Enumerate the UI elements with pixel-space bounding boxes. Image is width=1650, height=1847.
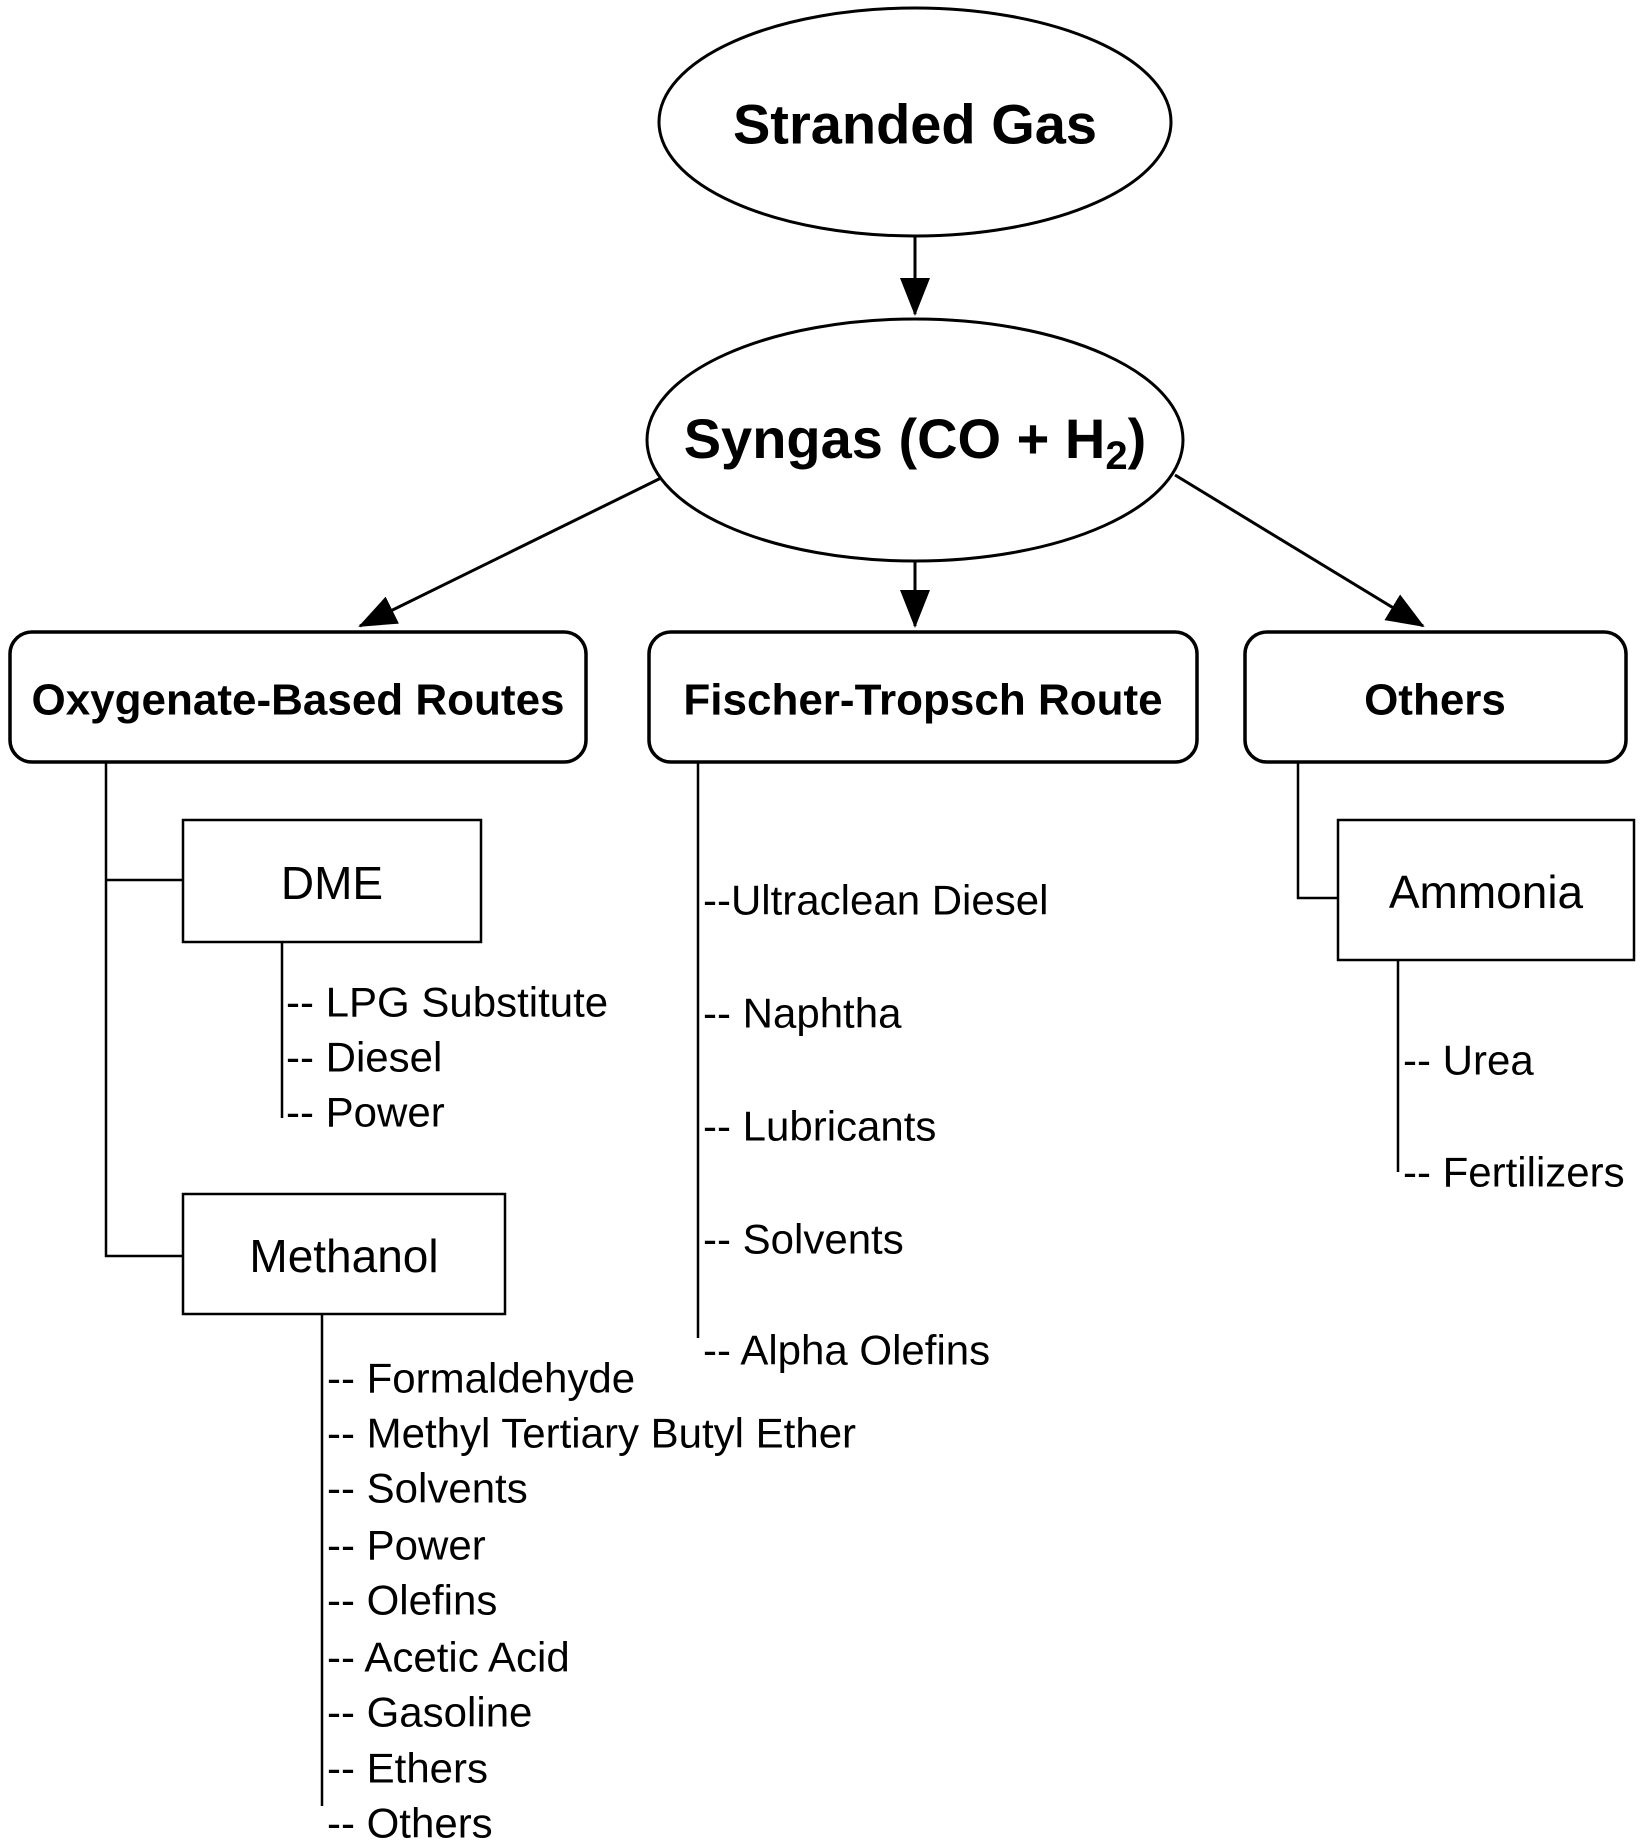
- fischer-tropsch-item: -- Lubricants: [703, 1103, 936, 1150]
- methanol-item: -- Olefins: [327, 1577, 497, 1624]
- others-route-label: Others: [1364, 676, 1506, 725]
- methanol-item: -- Methyl Tertiary Butyl Ether: [327, 1410, 856, 1457]
- methanol-item: -- Gasoline: [327, 1689, 532, 1736]
- dme-item: -- Power: [286, 1089, 445, 1136]
- dme-item: -- LPG Substitute: [286, 979, 608, 1026]
- oxygenate-routes-node: [8, 630, 588, 764]
- edge-syngas-to-oxygenate: [358, 476, 662, 628]
- stranded-gas-label: Stranded Gas: [733, 93, 1097, 156]
- fischer-tropsch-route-label: Fischer-Tropsch Route: [683, 676, 1162, 725]
- dme-node: [181, 818, 483, 944]
- syngas-label: Syngas (CO + H2): [684, 407, 1147, 479]
- syngas-label-main: Syngas (CO + H: [684, 407, 1106, 470]
- methanol-item: -- Others: [327, 1800, 493, 1847]
- oxygenate-routes-label: Oxygenate-Based Routes: [31, 676, 564, 725]
- ammonia-item: -- Urea: [1403, 1037, 1534, 1084]
- dme-label: DME: [281, 857, 383, 909]
- fischer-tropsch-item: -- Naphtha: [703, 990, 902, 1037]
- methanol-node: [181, 1192, 507, 1316]
- fischer-tropsch-item: -- Alpha Olefins: [703, 1327, 990, 1374]
- fischer-tropsch-item: --Ultraclean Diesel: [703, 877, 1048, 924]
- syngas-label-end: ): [1128, 407, 1147, 470]
- ammonia-label: Ammonia: [1389, 866, 1584, 918]
- syngas-label-subscript: 2: [1105, 434, 1127, 478]
- ammonia-item: -- Fertilizers: [1403, 1149, 1625, 1196]
- ammonia-node: [1336, 818, 1636, 962]
- methanol-item: -- Power: [327, 1522, 486, 1569]
- dme-item: -- Diesel: [286, 1034, 442, 1081]
- methanol-label: Methanol: [249, 1230, 438, 1282]
- connector-others-to-ammonia: [1296, 762, 1338, 900]
- stranded-gas-node: [657, 6, 1173, 238]
- methanol-item: -- Solvents: [327, 1465, 528, 1512]
- fischer-tropsch-item: -- Solvents: [703, 1216, 904, 1263]
- edge-syngas-to-others: [1174, 473, 1425, 628]
- methanol-item: -- Ethers: [327, 1745, 488, 1792]
- methanol-item: -- Formaldehyde: [327, 1355, 635, 1402]
- syngas-node: [645, 317, 1185, 563]
- fischer-tropsch-route-node: [647, 630, 1199, 764]
- connector-oxygenate-trunk: [104, 762, 183, 1258]
- others-route-node: [1243, 630, 1628, 764]
- methanol-item: -- Acetic Acid: [327, 1634, 570, 1681]
